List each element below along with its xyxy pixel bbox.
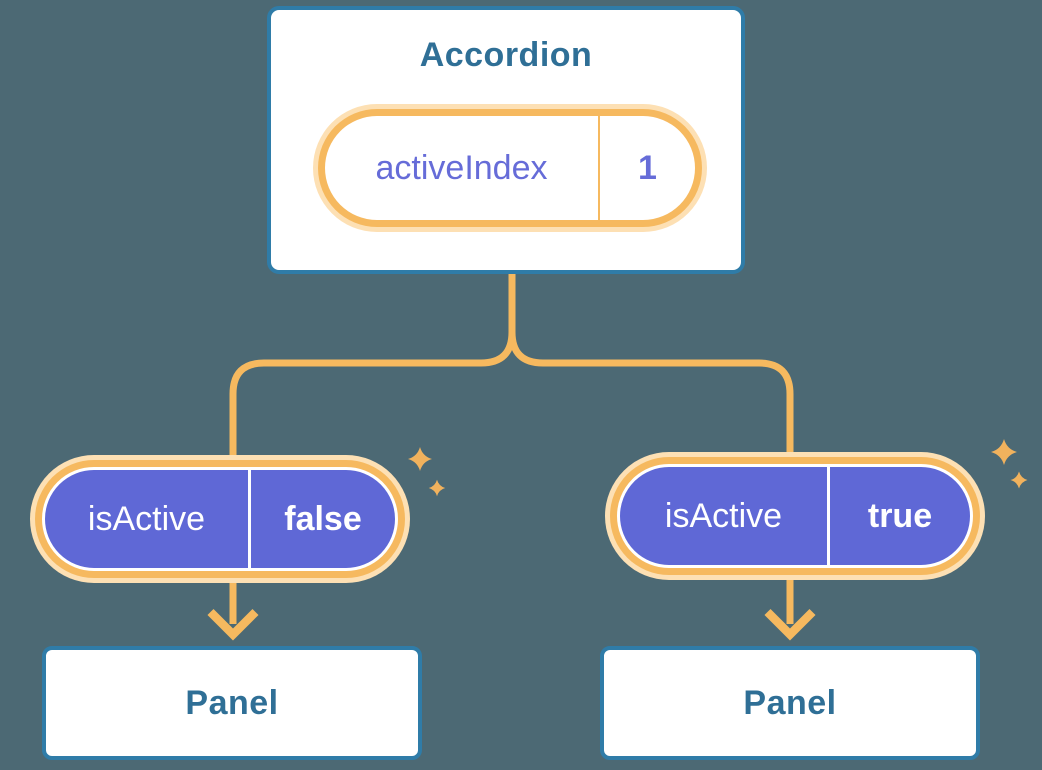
state-pill-divider [598, 116, 600, 220]
prop-name-right: isActive [664, 496, 783, 535]
prop-pill-left: isActive false [30, 455, 410, 583]
panel-box-right: Panel [600, 646, 980, 760]
prop-pill-left-divider [248, 470, 251, 568]
sparkle-icon-right-pill [991, 439, 1028, 489]
accordion-box: Accordion activeIndex 1 [267, 6, 745, 274]
panel-box-left: Panel [42, 646, 422, 760]
prop-pill-right-ring: isActive true [610, 457, 980, 575]
prop-pill-right: isActive true [605, 452, 985, 580]
prop-pill-right-core: isActive true [617, 464, 973, 568]
tree-connector-left [229, 270, 516, 460]
state-name: activeIndex [375, 148, 548, 187]
tree-connector-right [508, 270, 794, 456]
prop-value-left: false [284, 499, 362, 538]
down-arrow-icon-right [764, 608, 816, 641]
sparkle-icon-left-pill [408, 447, 446, 497]
prop-pill-right-divider [827, 467, 830, 565]
prop-pill-left-core: isActive false [42, 467, 398, 571]
accordion-title: Accordion [419, 36, 593, 74]
prop-pill-left-ring: isActive false [35, 460, 405, 578]
down-arrow-icon-left [207, 608, 259, 641]
state-pill-core: activeIndex 1 [325, 116, 695, 220]
prop-value-right: true [867, 496, 933, 535]
prop-name-left: isActive [87, 499, 206, 538]
panel-title-right: Panel [743, 684, 837, 722]
state-value: 1 [638, 148, 657, 187]
panel-title-left: Panel [185, 684, 279, 722]
state-pill-ring: activeIndex 1 [318, 109, 702, 227]
state-pill: activeIndex 1 [313, 104, 707, 232]
